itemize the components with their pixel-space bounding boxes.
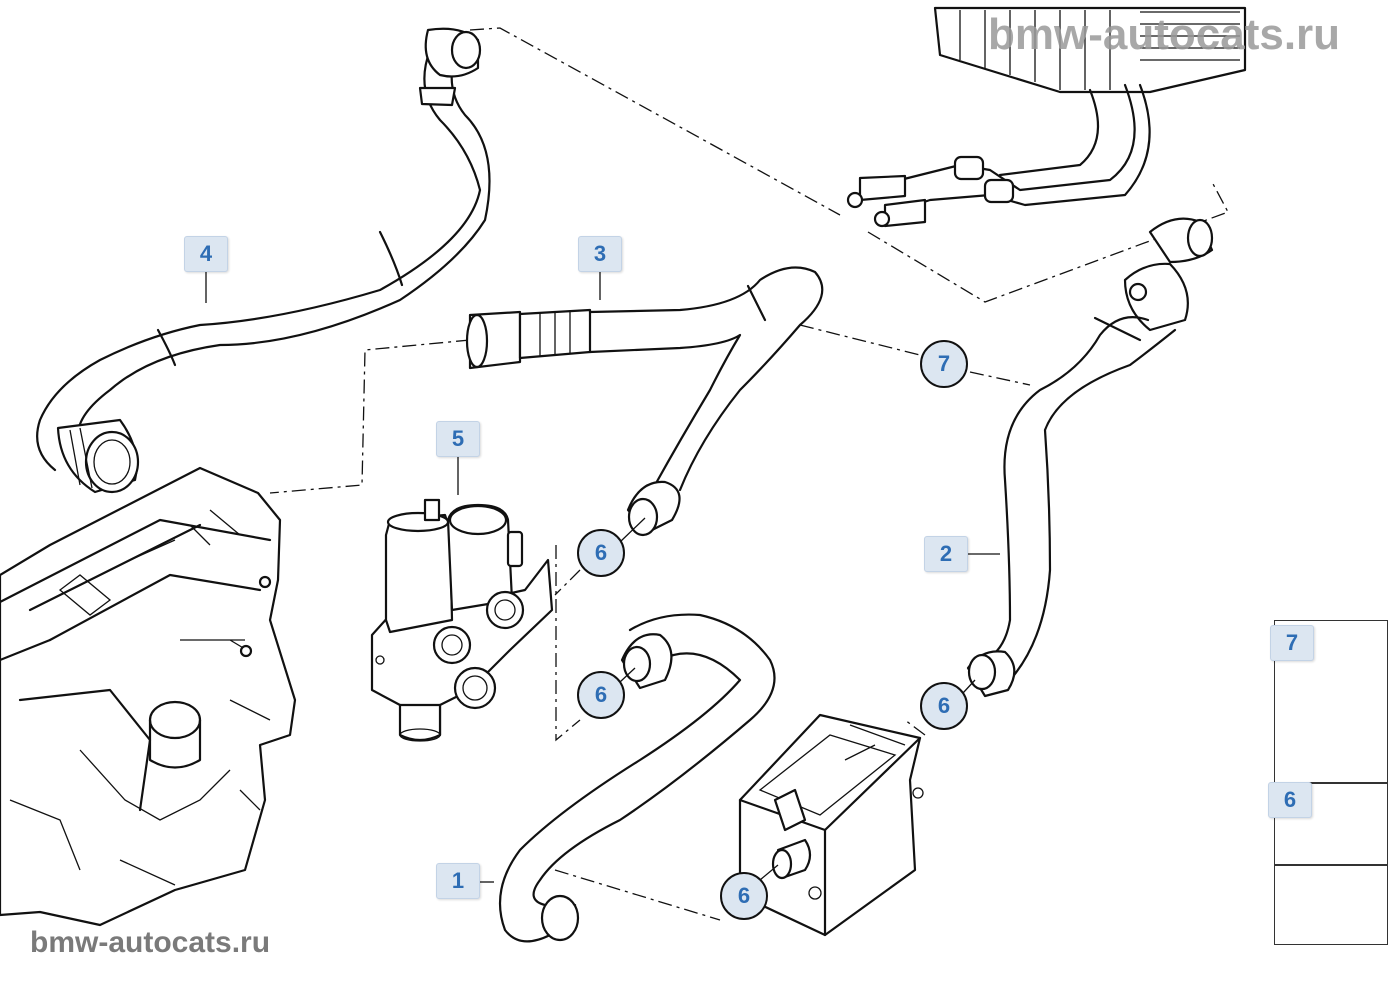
side-callout-7[interactable]: 7 [1270, 625, 1314, 661]
watermark-bottom: bmw-autocats.ru [30, 926, 271, 959]
hose-3 [465, 266, 824, 537]
callout-2[interactable]: 2 [924, 536, 968, 572]
reference-lines [269, 27, 1229, 921]
side-panel-item-7 [1274, 620, 1388, 783]
hose-2 [966, 217, 1214, 698]
callout-6-circle-right[interactable]: 6 [920, 682, 968, 730]
auxiliary-unit [738, 713, 924, 937]
side-panel-item-arrow[interactable] [1274, 865, 1388, 945]
leader-lines [205, 270, 1000, 883]
hose-4 [36, 27, 491, 494]
callout-4[interactable]: 4 [184, 236, 228, 272]
engine-block [0, 466, 297, 927]
callout-6-circle-upper[interactable]: 6 [577, 529, 625, 577]
side-callout-6[interactable]: 6 [1268, 782, 1312, 818]
callout-1[interactable]: 1 [436, 863, 480, 899]
callout-6-circle-middle[interactable]: 6 [577, 671, 625, 719]
watermark-top: bmw-autocats.ru [988, 10, 1341, 59]
callout-5[interactable]: 5 [436, 421, 480, 457]
callout-7-circle[interactable]: 7 [920, 340, 968, 388]
callout-3[interactable]: 3 [578, 236, 622, 272]
hose-1 [498, 613, 776, 943]
callout-6-circle-lower[interactable]: 6 [720, 872, 768, 920]
heater-core [846, 6, 1247, 228]
water-valve [370, 498, 554, 742]
